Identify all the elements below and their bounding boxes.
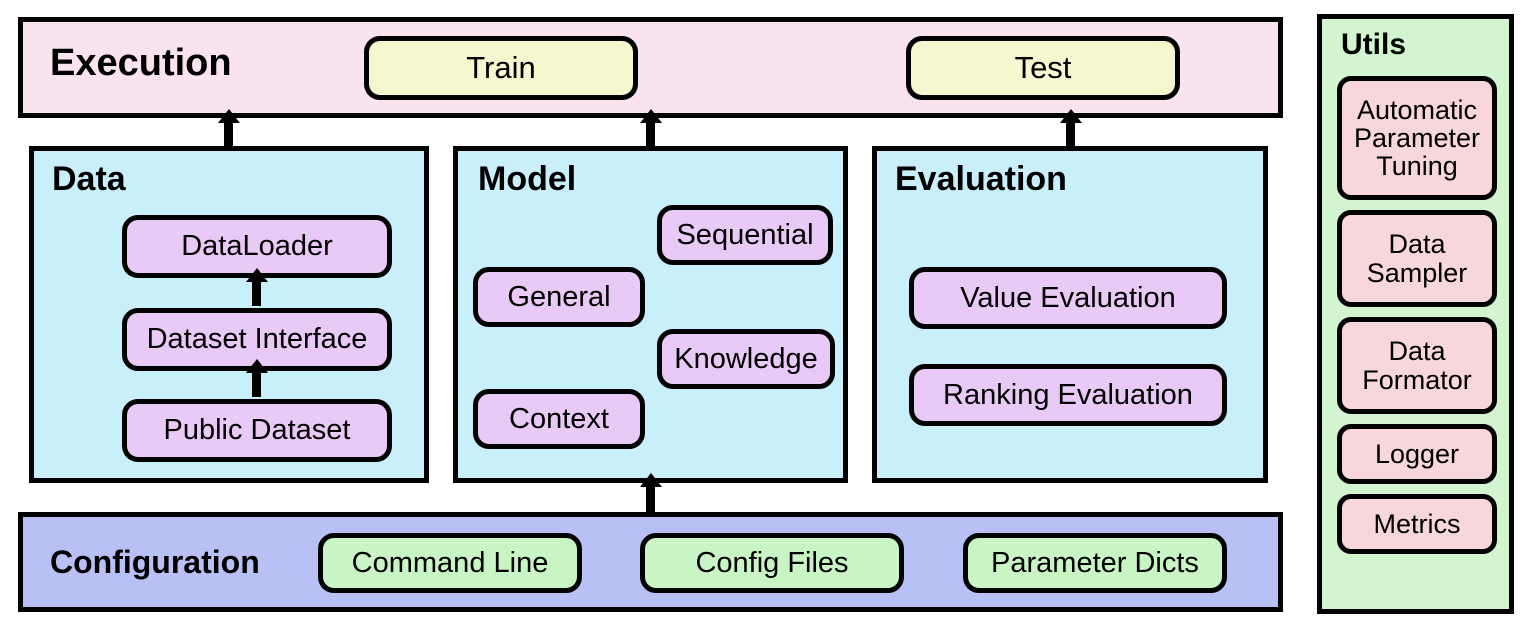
utils-panel-title: Utils xyxy=(1341,28,1407,61)
arrow-configuration-to-model-icon xyxy=(646,486,655,514)
arrow-evaluation-to-execution-icon xyxy=(1066,122,1075,149)
data-item-dataset-interface[interactable]: Dataset Interface xyxy=(122,308,392,371)
model-item-sequential[interactable]: Sequential xyxy=(657,205,833,265)
utils-item-automatic-parameter-tuning[interactable]: Automatic Parameter Tuning xyxy=(1337,76,1497,200)
model-layer-title: Model xyxy=(478,160,577,198)
configuration-item-parameter-dicts[interactable]: Parameter Dicts xyxy=(963,533,1227,593)
configuration-layer-title: Configuration xyxy=(50,544,260,580)
arrow-model-to-execution-icon xyxy=(646,122,655,149)
execution-item-test[interactable]: Test xyxy=(906,36,1180,100)
evaluation-item-ranking-evaluation[interactable]: Ranking Evaluation xyxy=(909,364,1227,426)
arrow-public-dataset-to-dataset-interface-icon xyxy=(252,372,261,397)
execution-item-train[interactable]: Train xyxy=(364,36,638,100)
utils-item-logger[interactable]: Logger xyxy=(1337,424,1497,484)
execution-layer-title: Execution xyxy=(50,42,232,84)
utils-item-metrics[interactable]: Metrics xyxy=(1337,494,1497,554)
model-item-general[interactable]: General xyxy=(473,267,645,327)
utils-item-data-sampler[interactable]: Data Sampler xyxy=(1337,210,1497,307)
arrow-data-to-execution-icon xyxy=(224,122,233,149)
configuration-item-config-files[interactable]: Config Files xyxy=(640,533,904,593)
data-layer-title: Data xyxy=(52,160,126,198)
utils-item-data-formator[interactable]: Data Formator xyxy=(1337,317,1497,414)
evaluation-layer-title: Evaluation xyxy=(895,160,1067,198)
configuration-item-command-line[interactable]: Command Line xyxy=(318,533,582,593)
model-item-context[interactable]: Context xyxy=(473,389,645,449)
arrow-dataset-interface-to-dataloader-icon xyxy=(252,281,261,306)
evaluation-item-value-evaluation[interactable]: Value Evaluation xyxy=(909,267,1227,329)
data-item-public-dataset[interactable]: Public Dataset xyxy=(122,399,392,462)
model-item-knowledge[interactable]: Knowledge xyxy=(657,329,835,389)
